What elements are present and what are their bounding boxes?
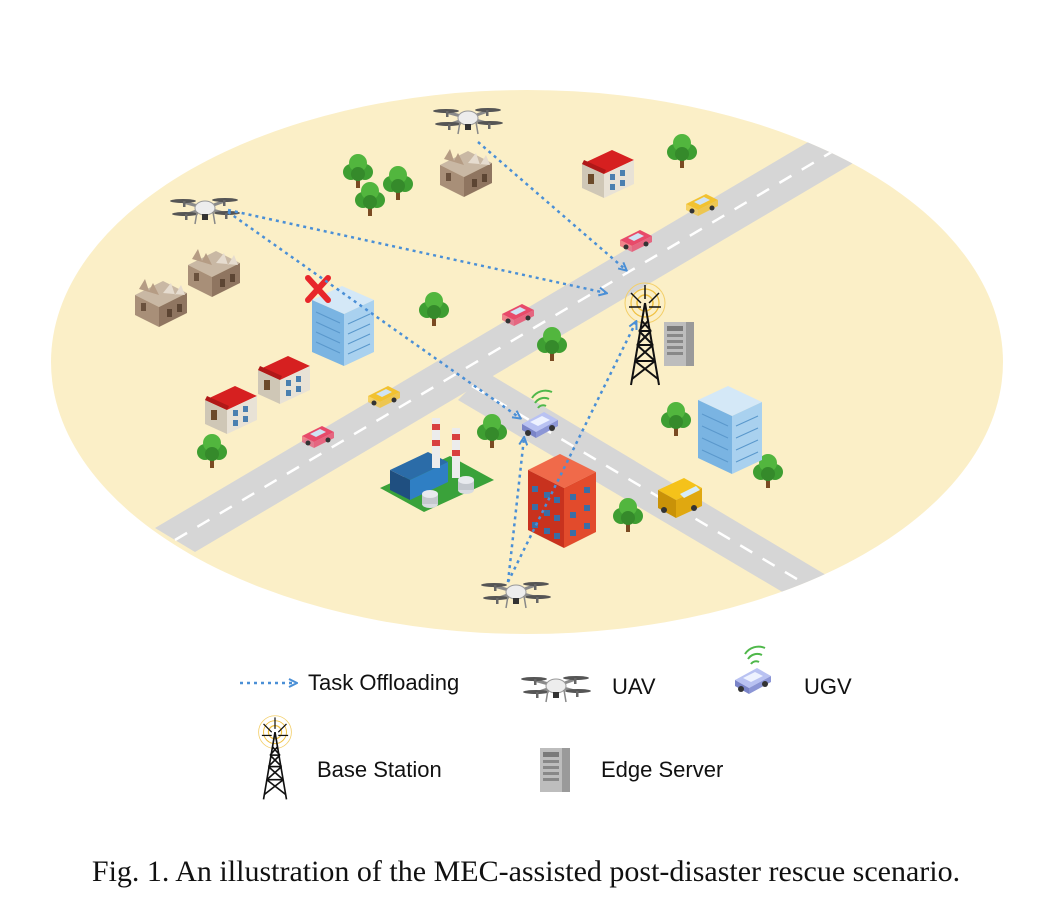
office-building-icon	[312, 286, 374, 366]
drone-icon	[519, 674, 593, 704]
ugv-car-icon	[734, 645, 772, 695]
apartment-building-icon	[528, 454, 596, 548]
offloading-arrow	[227, 208, 606, 293]
legend	[240, 645, 772, 801]
legend-label-ugv: UGV	[804, 674, 852, 699]
edge-server-rack-icon	[664, 322, 694, 366]
edge-server-rack-icon	[540, 748, 570, 792]
ground-area	[51, 90, 1003, 634]
legend-label-base-station: Base Station	[317, 757, 442, 782]
legend-label-uav: UAV	[612, 674, 656, 699]
factory-icon	[380, 418, 494, 512]
van-icon	[658, 478, 702, 518]
offloading-arrow	[477, 141, 626, 270]
figure-caption: Fig. 1. An illustration of the MEC-assis…	[91, 855, 961, 888]
offloading-arrow	[506, 438, 524, 583]
office-building-icon	[698, 386, 762, 474]
legend-label-edge-server: Edge Server	[601, 757, 724, 782]
legend-label-task-offloading: Task Offloading	[308, 670, 460, 695]
base-station-tower-icon	[257, 714, 293, 801]
task-offloading-arrows	[227, 141, 636, 583]
